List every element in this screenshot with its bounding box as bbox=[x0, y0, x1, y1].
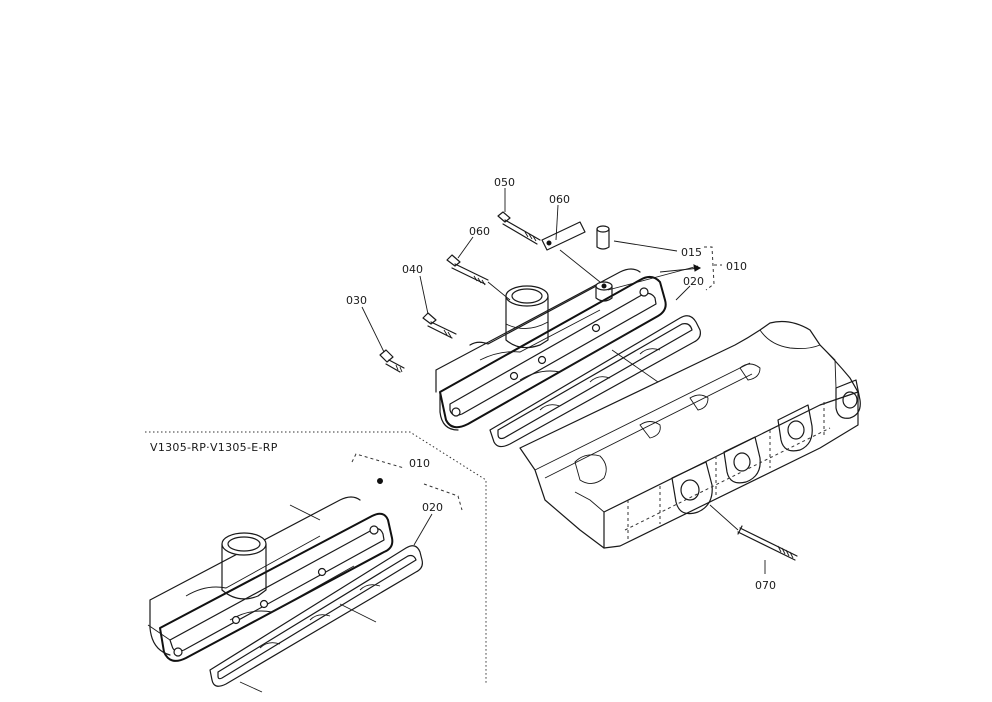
label-010: 010 bbox=[726, 260, 747, 273]
port-boss-1 bbox=[671, 461, 713, 515]
label-015: 015 bbox=[681, 246, 702, 259]
inset-view bbox=[145, 431, 487, 693]
label-050: 050 bbox=[494, 176, 515, 189]
label-030: 030 bbox=[346, 294, 367, 307]
label-060-bolt: 060 bbox=[469, 225, 490, 238]
label-070: 070 bbox=[755, 579, 776, 592]
inset-manifold bbox=[149, 478, 394, 662]
label-020: 020 bbox=[683, 275, 704, 288]
intake-manifold bbox=[435, 268, 667, 431]
bolt-060 bbox=[446, 254, 489, 286]
bracket-060 bbox=[541, 221, 586, 251]
part-labels: 050 060 060 015 010 040 020 030 070 V130… bbox=[150, 176, 776, 592]
leader-lines bbox=[361, 188, 766, 574]
inset-inlet-neck bbox=[221, 532, 267, 600]
port-boss-3 bbox=[777, 404, 813, 452]
label-060-bracket: 060 bbox=[549, 193, 570, 206]
inset-label-020: 020 bbox=[422, 501, 443, 514]
inlet-neck bbox=[505, 285, 549, 349]
bolt-050 bbox=[497, 211, 541, 245]
inset-label-010: 010 bbox=[409, 457, 430, 470]
gasket-020 bbox=[489, 315, 701, 448]
inset-header: V1305-RP·V1305-E-RP bbox=[150, 441, 278, 454]
stud-070 bbox=[737, 525, 798, 561]
bolt-030 bbox=[379, 349, 405, 373]
port-boss-4 bbox=[835, 379, 861, 419]
port-boss-2 bbox=[723, 436, 761, 484]
bolt-040 bbox=[422, 312, 457, 339]
pipe-015 bbox=[596, 225, 610, 250]
label-040: 040 bbox=[402, 263, 423, 276]
inset-gasket bbox=[209, 545, 423, 687]
cylinder-head bbox=[519, 320, 861, 549]
